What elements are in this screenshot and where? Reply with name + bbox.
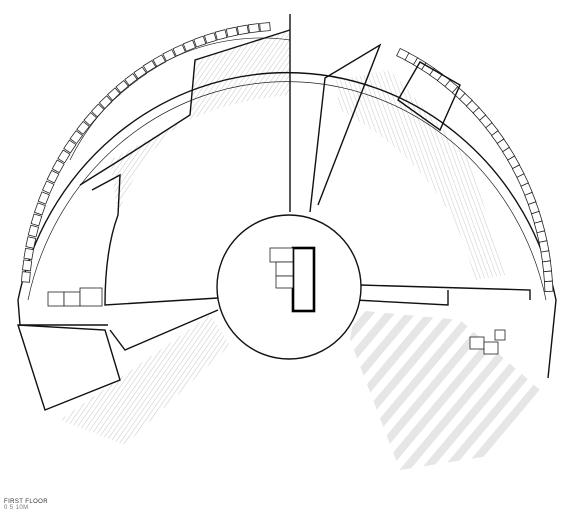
floor-label-block: FIRST FLOOR 0 5 10M (4, 499, 48, 511)
southwest-annex (17, 324, 121, 411)
room-cell (133, 66, 148, 80)
room-cell (115, 79, 130, 94)
room-cell (51, 159, 65, 174)
striped-zone-southeast (350, 310, 540, 470)
room-cell (22, 259, 33, 272)
southeast-stair (469, 329, 506, 355)
room-cell (37, 191, 50, 205)
floor-label: FIRST FLOOR (4, 499, 48, 505)
room-cell (124, 72, 139, 87)
room-cell (63, 139, 77, 154)
room-cell (106, 87, 121, 102)
room-cell (46, 169, 60, 184)
room-cell (41, 180, 55, 194)
room-cell (236, 24, 249, 36)
wall-southeast-arm (354, 290, 449, 306)
room-cell (83, 112, 98, 126)
room-cell (538, 240, 550, 253)
room-cell (23, 247, 34, 260)
west-base-rooms (47, 287, 103, 307)
room-cell (30, 213, 43, 227)
hatched-zone-southwest (60, 315, 230, 445)
spine-wall-northeast (309, 43, 382, 213)
scale-bar-label: 0 5 10M (4, 505, 29, 511)
room-cell (203, 32, 217, 44)
room-block-west (21, 22, 271, 283)
room-cell (172, 44, 186, 57)
room-cell (259, 22, 271, 32)
core-room-2 (275, 261, 294, 277)
room-cell (25, 236, 37, 249)
hatched-zone-north (190, 30, 290, 120)
hatched-zone-east (335, 70, 505, 280)
outer-wall (17, 71, 557, 379)
room-cell (193, 35, 207, 48)
southwest-wing-wall (109, 309, 219, 351)
room-cell (214, 29, 228, 41)
room-cell (57, 149, 71, 164)
room-block-east (396, 47, 554, 293)
room-cell (540, 250, 551, 263)
room-cell (544, 280, 554, 293)
outer-wall-inner-line (27, 81, 547, 301)
east-annex-room (397, 61, 461, 132)
room-cell (21, 271, 31, 283)
room-cell (69, 130, 84, 145)
room-cell (182, 39, 197, 52)
room-cell (76, 120, 90, 135)
wall-east-arm (359, 284, 531, 300)
room-cell (152, 54, 167, 68)
room-cell (27, 224, 40, 238)
room-cell (225, 26, 239, 38)
core-room-1 (269, 247, 294, 263)
room-cell (98, 95, 113, 110)
inner-corridor-wall-west (91, 173, 219, 306)
room-cell (33, 202, 46, 216)
hatched-zone-west (110, 120, 185, 215)
core-room-3 (275, 275, 294, 289)
inner-ring-wall-northwest (69, 37, 291, 161)
room-cell (543, 270, 553, 283)
room-cell (541, 260, 553, 273)
corridor-bend-west (79, 29, 291, 186)
room-cell (247, 23, 260, 34)
room-cell (142, 60, 157, 74)
